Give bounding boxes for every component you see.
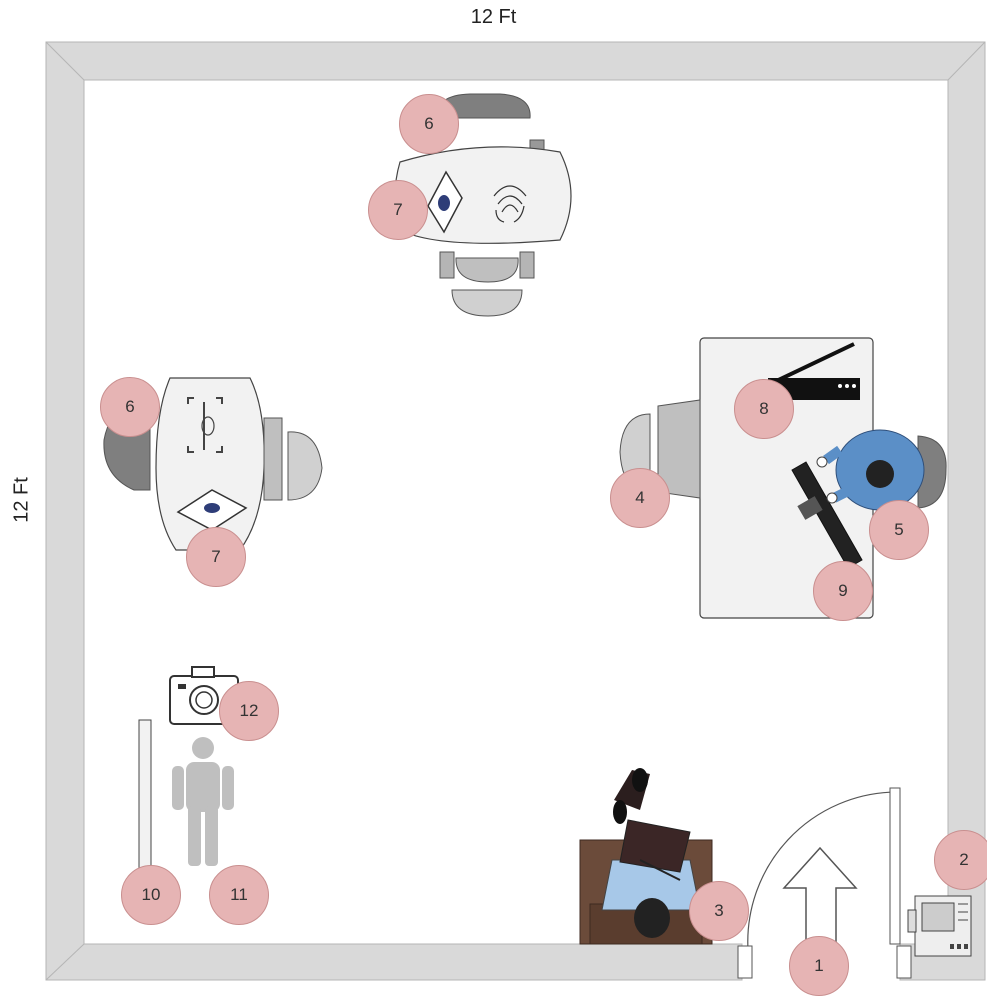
waiting-applicant [579, 768, 713, 945]
face-scan-icon [187, 397, 223, 453]
room-walls [45, 41, 986, 981]
ink-pad-icon [176, 489, 248, 531]
iris-scan-station [103, 377, 323, 551]
document-scanner-icon [768, 342, 860, 400]
marker-4: 4 [610, 468, 670, 528]
person-silhouette-icon [172, 737, 234, 866]
marker-9: 9 [813, 561, 873, 621]
marker-10: 10 [121, 865, 181, 925]
marker-12: 12 [219, 681, 279, 741]
entrance-door [737, 787, 912, 979]
marker-2: 2 [934, 830, 987, 890]
monitor-icon [791, 461, 863, 569]
photo-area [138, 666, 239, 877]
operator-person [816, 429, 947, 511]
marker-8: 8 [734, 379, 794, 439]
operator-desk [619, 337, 947, 619]
entry-kiosk-device [907, 895, 972, 957]
marker-6-top: 6 [399, 94, 459, 154]
marker-7-left: 7 [186, 527, 246, 587]
width-dimension-label: 12 Ft [470, 6, 517, 28]
marker-1: 1 [789, 936, 849, 996]
ink-pad-icon [427, 170, 463, 234]
marker-5: 5 [869, 500, 929, 560]
fingerprint-station [394, 93, 572, 317]
marker-7-top: 7 [368, 180, 428, 240]
marker-11: 11 [209, 865, 269, 925]
marker-6-left: 6 [100, 377, 160, 437]
marker-3: 3 [689, 881, 749, 941]
fingerprint-icon [493, 185, 527, 223]
